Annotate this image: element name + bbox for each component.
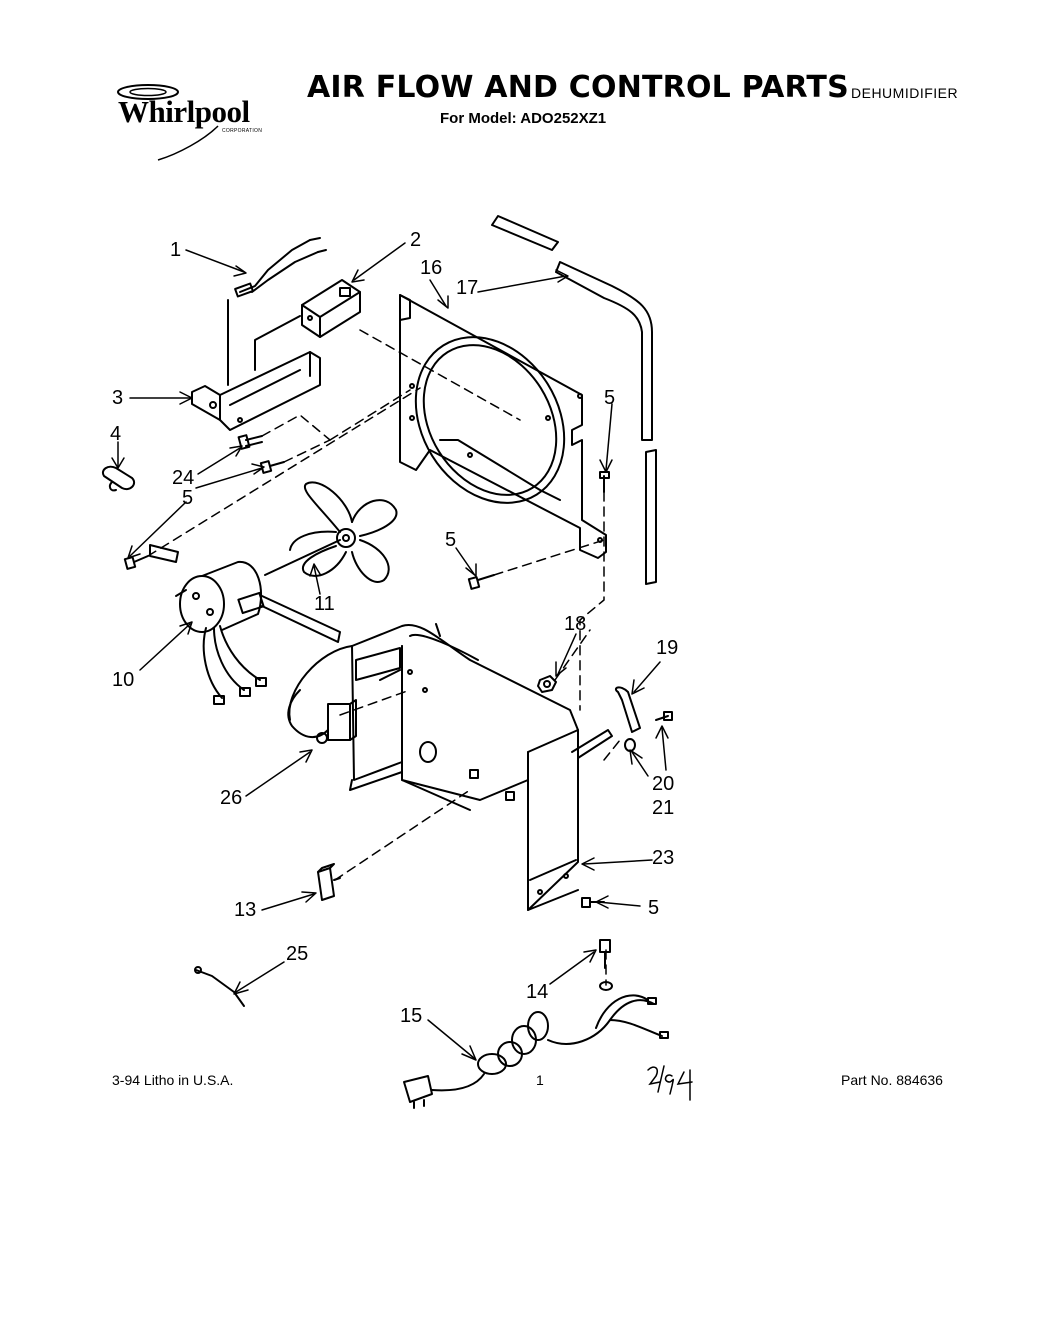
callout-3: 3 bbox=[112, 387, 124, 409]
callout-11: 11 bbox=[314, 593, 335, 615]
part-4-clip bbox=[102, 465, 136, 492]
callout-14: 14 bbox=[526, 981, 549, 1003]
part-19-21-hardware bbox=[571, 686, 673, 759]
callout-25: 25 bbox=[286, 943, 309, 965]
callout-23: 23 bbox=[652, 847, 675, 869]
part-3-bracket bbox=[191, 299, 321, 431]
callout-5-bottom: 5 bbox=[648, 897, 660, 919]
part-15-power-cord bbox=[403, 994, 669, 1109]
callout-15: 15 bbox=[400, 1005, 423, 1027]
page-title: AIR FLOW AND CONTROL PARTS bbox=[307, 70, 849, 105]
part-24-screw bbox=[237, 434, 263, 450]
callout-17: 17 bbox=[456, 277, 479, 299]
callout-5-right: 5 bbox=[604, 387, 616, 409]
brand-sub: CORPORATION bbox=[222, 128, 263, 134]
part-17-gasket-strips bbox=[491, 215, 657, 585]
handwritten-date-mark-icon bbox=[647, 1065, 693, 1101]
callout-16: 16 bbox=[420, 257, 443, 279]
part-5-screws bbox=[123, 460, 610, 908]
callout-leaders bbox=[111, 242, 669, 1061]
part-14-screw bbox=[599, 939, 613, 991]
part-16-orifice-panel bbox=[399, 294, 607, 559]
part-10-motor bbox=[149, 544, 341, 705]
callout-2: 2 bbox=[410, 229, 422, 251]
whirlpool-logo-icon bbox=[117, 84, 219, 161]
part-18-nut bbox=[537, 675, 557, 693]
model-line: For Model: ADO252XZ1 bbox=[440, 110, 607, 127]
part-1-wire-lead bbox=[234, 237, 327, 298]
callout-13: 13 bbox=[234, 899, 257, 921]
callout-26: 26 bbox=[220, 787, 243, 809]
footer-date-litho: 3-94 Litho in U.S.A. bbox=[112, 1072, 234, 1088]
callout-5-left: 5 bbox=[182, 487, 194, 509]
callout-1: 1 bbox=[170, 239, 182, 261]
callout-19: 19 bbox=[656, 637, 679, 659]
part-25-sensor-wire bbox=[194, 966, 245, 1007]
part-26-control bbox=[287, 689, 357, 744]
part-2-switch-block bbox=[301, 279, 361, 338]
footer-page-number: 1 bbox=[536, 1072, 544, 1088]
category-label: DEHUMIDIFIER bbox=[851, 85, 959, 101]
callout-18: 18 bbox=[564, 613, 587, 635]
callout-24: 24 bbox=[172, 467, 195, 489]
part-13-capacitor bbox=[317, 863, 341, 901]
part-23-chassis bbox=[288, 623, 579, 911]
callout-10: 10 bbox=[112, 669, 135, 691]
callout-20: 20 bbox=[652, 773, 675, 795]
part-11-fan-blade bbox=[264, 481, 398, 583]
callout-4: 4 bbox=[110, 423, 122, 445]
callout-5-center: 5 bbox=[445, 529, 457, 551]
brand-name: Whirlpool bbox=[118, 94, 250, 129]
footer-part-number: Part No. 884636 bbox=[841, 1072, 943, 1088]
callout-21: 21 bbox=[652, 797, 675, 819]
